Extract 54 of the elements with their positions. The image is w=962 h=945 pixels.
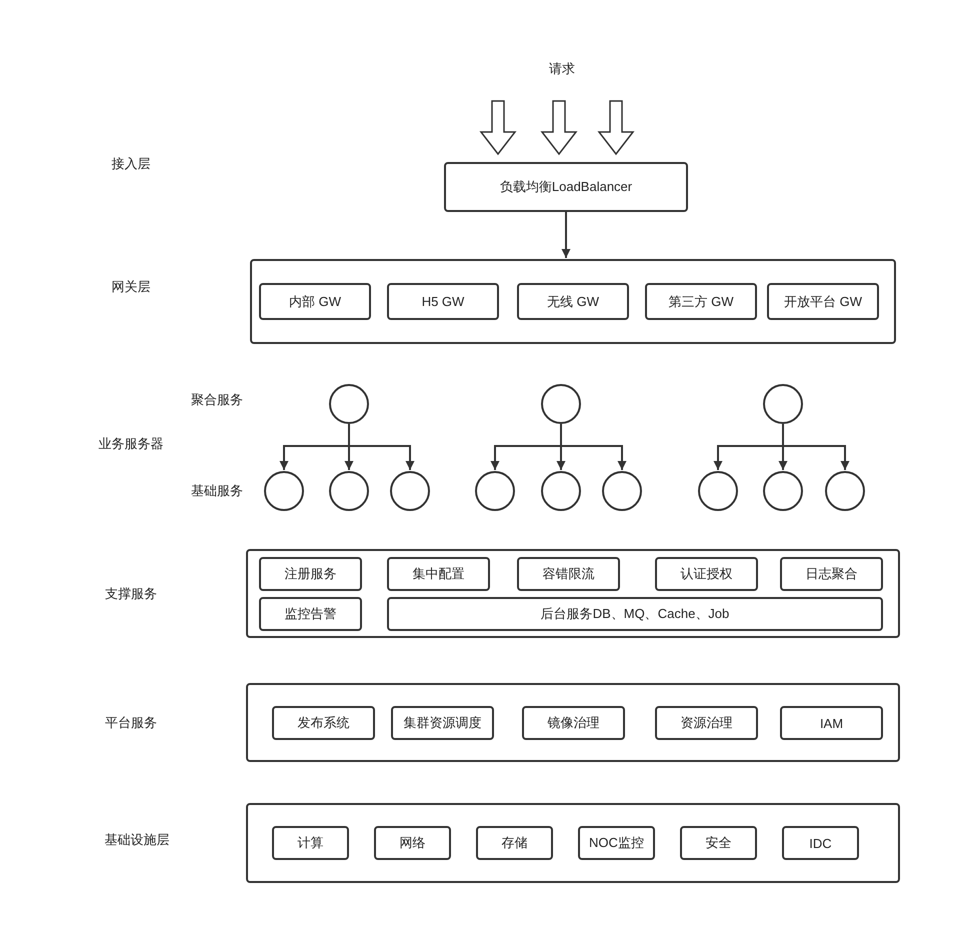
- layer-label: 基础服务: [191, 482, 243, 500]
- layer-label: 支撑服务: [105, 585, 157, 603]
- service-circle: [390, 471, 430, 511]
- service-box: IAM: [780, 706, 883, 740]
- service-box: NOC监控: [578, 826, 655, 860]
- service-circle: [763, 471, 803, 511]
- service-box: 开放平台 GW: [767, 283, 879, 320]
- service-box: 发布系统: [272, 706, 375, 740]
- service-circle: [329, 471, 369, 511]
- service-box: 日志聚合: [780, 557, 883, 591]
- service-box: 无线 GW: [517, 283, 629, 320]
- service-box: 安全: [680, 826, 757, 860]
- service-box: 监控告警: [259, 597, 362, 631]
- service-box: 资源治理: [655, 706, 758, 740]
- service-circle: [264, 471, 304, 511]
- service-circle: [602, 471, 642, 511]
- layer-panel: [246, 549, 900, 638]
- service-box: 后台服务DB、MQ、Cache、Job: [387, 597, 883, 631]
- service-box: 存储: [476, 826, 553, 860]
- arrow: [562, 212, 570, 258]
- service-circle: [698, 471, 738, 511]
- service-box: 内部 GW: [259, 283, 371, 320]
- service-box: 认证授权: [655, 557, 758, 591]
- service-box: 计算: [272, 826, 349, 860]
- service-circle: [475, 471, 515, 511]
- block-arrow: [479, 100, 517, 156]
- service-circle: [825, 471, 865, 511]
- block-arrow: [540, 100, 578, 156]
- layer-label: 平台服务: [105, 714, 157, 732]
- layer-label: 基础设施层: [104, 831, 170, 849]
- service-box: 网络: [374, 826, 451, 860]
- service-circle: [763, 384, 803, 424]
- service-box: H5 GW: [387, 283, 499, 320]
- layer-label: 网关层: [112, 278, 150, 296]
- service-box: 镜像治理: [522, 706, 625, 740]
- service-box: 集群资源调度: [391, 706, 494, 740]
- layer-panel: [250, 259, 896, 344]
- layer-panel: [246, 683, 900, 762]
- service-circle: [541, 384, 581, 424]
- request-label: 请求: [549, 60, 575, 78]
- service-box: 第三方 GW: [645, 283, 757, 320]
- layer-panel: [246, 803, 900, 883]
- arrow: [782, 424, 850, 470]
- service-box: 容错限流: [517, 557, 620, 591]
- service-box: 注册服务: [259, 557, 362, 591]
- service-circle: [329, 384, 369, 424]
- layer-label: 业务服务器: [98, 435, 164, 453]
- service-circle: [541, 471, 581, 511]
- block-arrow: [597, 100, 635, 156]
- layer-label: 聚合服务: [191, 391, 243, 409]
- layer-label: 接入层: [112, 155, 150, 173]
- service-box: IDC: [782, 826, 859, 860]
- service-box: 集中配置: [387, 557, 490, 591]
- service-box: 负载均衡LoadBalancer: [444, 162, 688, 212]
